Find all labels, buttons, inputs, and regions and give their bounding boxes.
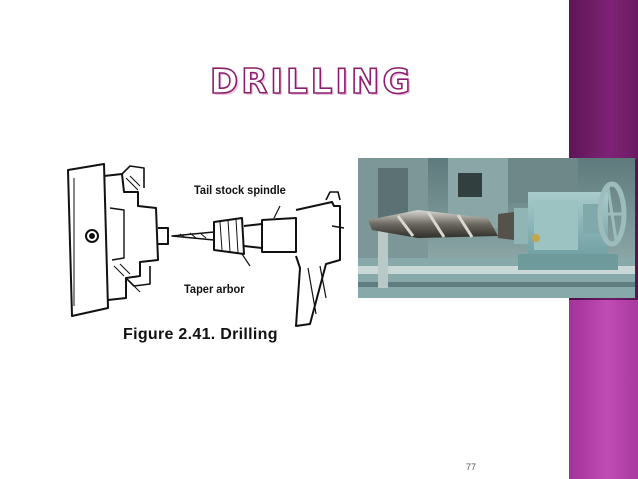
drilling-diagram: Tail stock spindle Taper arbor	[64, 148, 354, 358]
figure-caption: Figure 2.41. Drilling	[123, 326, 278, 343]
page-number: 77	[466, 462, 477, 472]
label-tail-stock-spindle: Tail stock spindle	[194, 183, 286, 197]
label-taper-arbor: Taper arbor	[184, 282, 245, 296]
slide-title: DRILLING	[209, 61, 414, 103]
lathe-drilling-photo	[358, 158, 635, 298]
